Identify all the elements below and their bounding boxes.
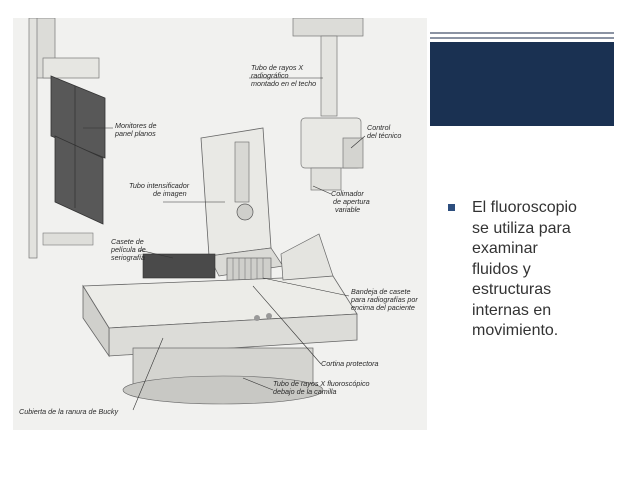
svg-text:debajo de la camilla: debajo de la camilla: [273, 387, 337, 396]
title-box: [430, 42, 614, 126]
intensifier-tower-drawing: [142, 127, 284, 279]
svg-text:Tubo de rayos X fluoroscópico: Tubo de rayos X fluoroscópico: [273, 379, 370, 388]
svg-text:Colimador: Colimador: [331, 189, 364, 198]
label-intensifier: Tubo intensificador de imagen: [129, 181, 190, 198]
square-bullet-icon: [448, 204, 455, 211]
label-bucky: Cubierta de la ranura de Bucky: [19, 407, 118, 416]
svg-text:Cubierta de la ranura de Bucky: Cubierta de la ranura de Bucky: [19, 407, 118, 416]
label-cassette-tray: Bandeja de casete para radiografías por …: [350, 287, 418, 312]
divider-line: [430, 37, 614, 39]
svg-text:Tubo intensificador: Tubo intensificador: [129, 181, 190, 190]
label-cassette-film: Casete de película de seriografía: [110, 237, 146, 262]
svg-text:montado en el techo: montado en el techo: [251, 79, 316, 88]
svg-text:panel planos: panel planos: [114, 129, 156, 138]
label-collimator: Colimador de apertura variable: [331, 189, 370, 214]
monitors-drawing: [42, 75, 106, 246]
ceiling-tube-drawing: [292, 18, 364, 191]
svg-text:del técnico: del técnico: [367, 131, 401, 140]
bullet-item: El fluoroscopio se utiliza para examinar…: [448, 198, 600, 342]
svg-text:película de: película de: [110, 245, 146, 254]
svg-text:variable: variable: [335, 205, 360, 214]
label-tube-ceiling: Tubo de rayos X radiográfico montado en …: [251, 63, 316, 88]
label-tube-under: Tubo de rayos X fluoroscópico debajo de …: [273, 379, 370, 396]
svg-text:Cortina protectora: Cortina protectora: [321, 359, 379, 368]
table-drawing: [82, 233, 358, 405]
svg-text:radiográfico: radiográfico: [251, 71, 289, 80]
label-curtain: Cortina protectora: [321, 359, 379, 368]
svg-text:encima del paciente: encima del paciente: [351, 303, 415, 312]
divider-line: [430, 32, 614, 34]
svg-text:de imagen: de imagen: [153, 189, 187, 198]
fluoroscope-illustration: Tubo de rayos X radiográfico montado en …: [19, 18, 418, 416]
svg-text:Bandeja de casete: Bandeja de casete: [351, 287, 411, 296]
svg-text:de apertura: de apertura: [333, 197, 370, 206]
svg-text:para radiografías por: para radiografías por: [350, 295, 418, 304]
svg-text:seriografía: seriografía: [111, 253, 145, 262]
svg-text:Casete de: Casete de: [111, 237, 144, 246]
label-monitors: Monitores de panel planos: [114, 121, 157, 138]
label-tech-control: Control del técnico: [367, 123, 401, 140]
fluoroscope-diagram: Tubo de rayos X radiográfico montado en …: [13, 18, 427, 430]
svg-text:Tubo de rayos X: Tubo de rayos X: [251, 63, 304, 72]
svg-text:Monitores de: Monitores de: [115, 121, 157, 130]
bullet-text: El fluoroscopio se utiliza para examinar…: [472, 199, 577, 339]
svg-text:Control: Control: [367, 123, 391, 132]
